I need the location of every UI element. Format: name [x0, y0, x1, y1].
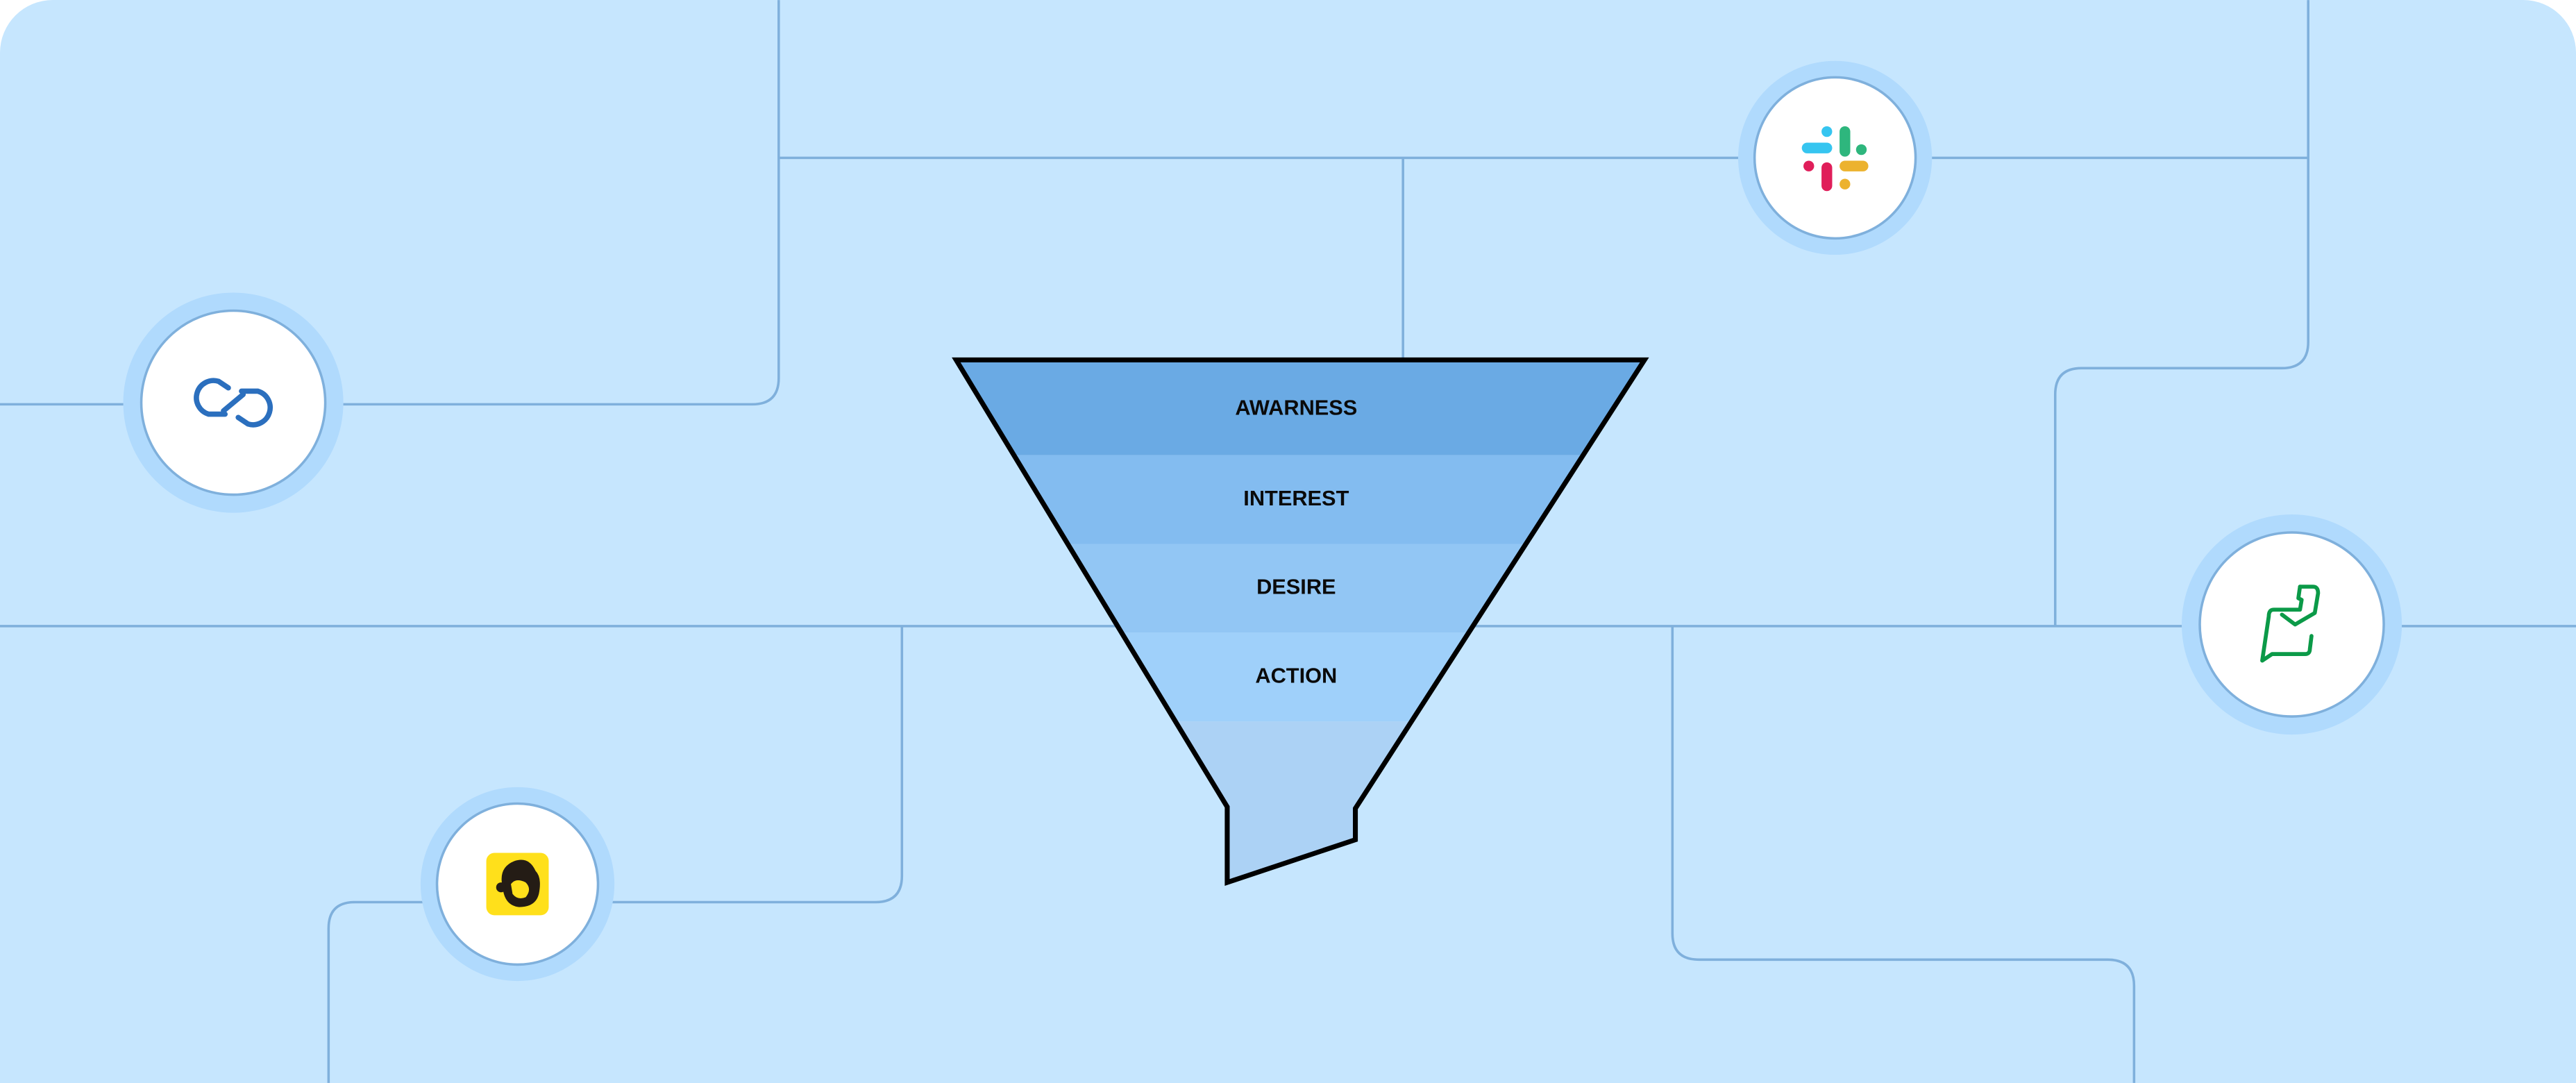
stage-label-awareness: AWARNESS — [1235, 396, 1357, 420]
funnel-stage-band — [956, 360, 1645, 455]
stage-label-desire: DESIRE — [1256, 575, 1336, 599]
zoho-node — [123, 292, 344, 513]
slack-icon — [1801, 126, 1869, 192]
funnel-stage-band — [956, 721, 1645, 883]
funnel: AWARNESS INTEREST DESIRE ACTION — [952, 357, 1649, 887]
mailchimp-icon — [486, 853, 549, 916]
slack-node — [1737, 60, 1933, 255]
connector-line — [1671, 626, 2136, 1083]
mailchimp-node — [420, 787, 615, 982]
connector-line — [0, 0, 780, 406]
connector-line — [327, 626, 904, 1083]
chat-check-icon — [2260, 585, 2321, 663]
connector-line — [2053, 0, 2310, 626]
stage-label-interest: INTEREST — [1243, 486, 1349, 510]
funnel-stage-band — [956, 455, 1645, 544]
chat-check-node — [2181, 514, 2402, 735]
stage-label-action: ACTION — [1255, 663, 1337, 687]
zoho-icon — [194, 378, 273, 428]
funnel-outline — [952, 357, 1649, 887]
